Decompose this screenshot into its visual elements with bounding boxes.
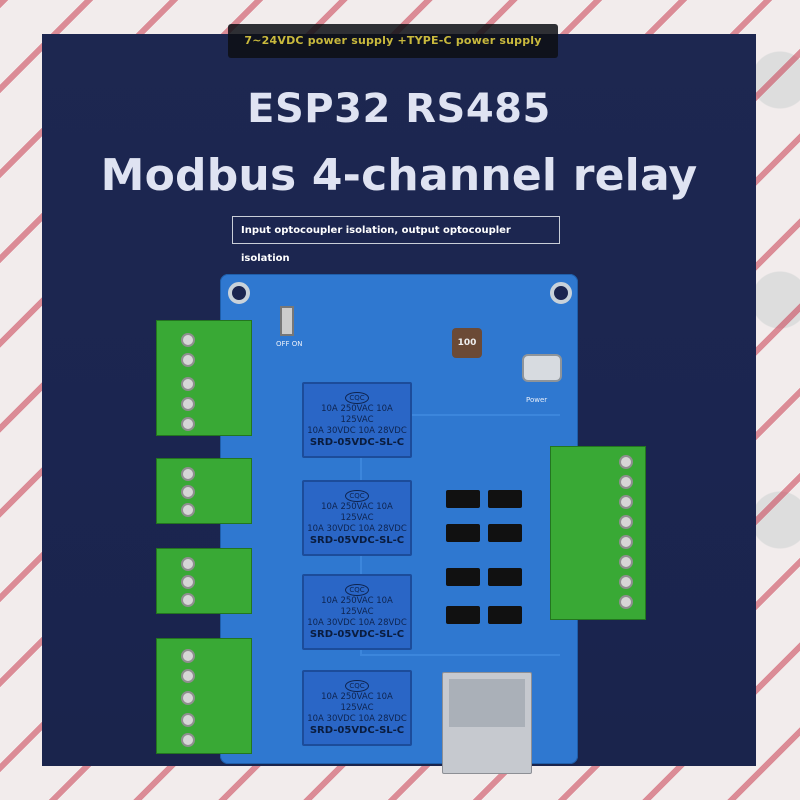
- terminal-screw: [181, 557, 195, 571]
- optocoupler-chip: [488, 568, 522, 586]
- terminal-screw: [181, 377, 195, 391]
- terminal-screw: [181, 467, 195, 481]
- product-panel: 7~24VDC power supply +TYPE-C power suppl…: [42, 24, 756, 774]
- terminal-screw: [181, 333, 195, 347]
- terminal-block-relay-4: [156, 638, 252, 754]
- optocoupler-chip: [446, 490, 480, 508]
- inductor: 100: [452, 328, 482, 358]
- relay-rating-ac: 10A 250VAC 10A 125VAC: [321, 404, 393, 425]
- mounting-hole: [228, 282, 250, 304]
- optocoupler-chip: [446, 524, 480, 542]
- relay-model: SRD-05VDC-SL-C: [309, 437, 405, 448]
- terminal-screw: [619, 535, 633, 549]
- optocoupler-chip: [488, 524, 522, 542]
- relay-rating-ac: 10A 250VAC 10A 125VAC: [321, 692, 393, 713]
- terminal-screw: [181, 669, 195, 683]
- cqc-logo: CQC: [345, 584, 369, 596]
- terminal-screw: [181, 353, 195, 367]
- terminal-screw: [181, 485, 195, 499]
- terminal-screw: [619, 455, 633, 469]
- relay-3: CQC 10A 250VAC 10A 125VAC 10A 30VDC 10A …: [302, 574, 412, 650]
- power-supply-banner: 7~24VDC power supply +TYPE-C power suppl…: [228, 24, 558, 58]
- terminal-screw: [619, 515, 633, 529]
- terminal-block-relay-2: [156, 458, 252, 524]
- relay-4: CQC 10A 250VAC 10A 125VAC 10A 30VDC 10A …: [302, 670, 412, 746]
- relay-board: OFF ON 100 Power CQC 10A 250VAC 10A 125V…: [220, 274, 578, 774]
- terminal-screw: [619, 495, 633, 509]
- terminal-screw: [181, 417, 195, 431]
- terminal-screw: [619, 555, 633, 569]
- relay-rating-ac: 10A 250VAC 10A 125VAC: [321, 596, 393, 617]
- terminal-screw: [181, 691, 195, 705]
- relay-rating-dc: 10A 30VDC 10A 28VDC: [307, 524, 407, 534]
- cqc-logo: CQC: [345, 392, 369, 404]
- switch-label: OFF ON: [276, 340, 303, 348]
- terminal-screw: [619, 475, 633, 489]
- optocoupler-chip: [488, 490, 522, 508]
- terminal-screw: [181, 733, 195, 747]
- esp32-shield: [449, 679, 525, 727]
- relay-rating-dc: 10A 30VDC 10A 28VDC: [307, 618, 407, 628]
- terminal-block-relay-1: [156, 320, 252, 436]
- optocoupler-chip: [488, 606, 522, 624]
- relay-rating-dc: 10A 30VDC 10A 28VDC: [307, 714, 407, 724]
- relay-model: SRD-05VDC-SL-C: [309, 535, 405, 546]
- trace-line: [360, 654, 560, 656]
- terminal-block-relay-3: [156, 548, 252, 614]
- relay-1: CQC 10A 250VAC 10A 125VAC 10A 30VDC 10A …: [302, 382, 412, 458]
- relay-model: SRD-05VDC-SL-C: [309, 725, 405, 736]
- trace-line: [360, 414, 560, 416]
- relay-rating-dc: 10A 30VDC 10A 28VDC: [307, 426, 407, 436]
- relay-model: SRD-05VDC-SL-C: [309, 629, 405, 640]
- mounting-hole: [550, 282, 572, 304]
- power-switch: [280, 306, 294, 336]
- isolation-feature-box: Input optocoupler isolation, output opto…: [232, 216, 560, 264]
- terminal-screw: [181, 503, 195, 517]
- terminal-screw: [181, 649, 195, 663]
- relay-rating-ac: 10A 250VAC 10A 125VAC: [321, 502, 393, 523]
- cqc-logo: CQC: [345, 680, 369, 692]
- title-line-1: ESP32 RS485: [247, 86, 551, 132]
- terminal-screw: [181, 713, 195, 727]
- power-label: Power: [526, 396, 548, 404]
- relay-2: CQC 10A 250VAC 10A 125VAC 10A 30VDC 10A …: [302, 480, 412, 556]
- optocoupler-chip: [446, 606, 480, 624]
- title-line-2: Modbus 4-channel relay: [100, 150, 698, 201]
- terminal-screw: [619, 595, 633, 609]
- cqc-logo: CQC: [345, 490, 369, 502]
- terminal-screw: [619, 575, 633, 589]
- terminal-screw: [181, 593, 195, 607]
- terminal-screw: [181, 575, 195, 589]
- terminal-screw: [181, 397, 195, 411]
- usb-c-port: [522, 354, 562, 382]
- optocoupler-chip: [446, 568, 480, 586]
- terminal-block-input: [550, 446, 646, 620]
- esp32-module: [442, 672, 532, 774]
